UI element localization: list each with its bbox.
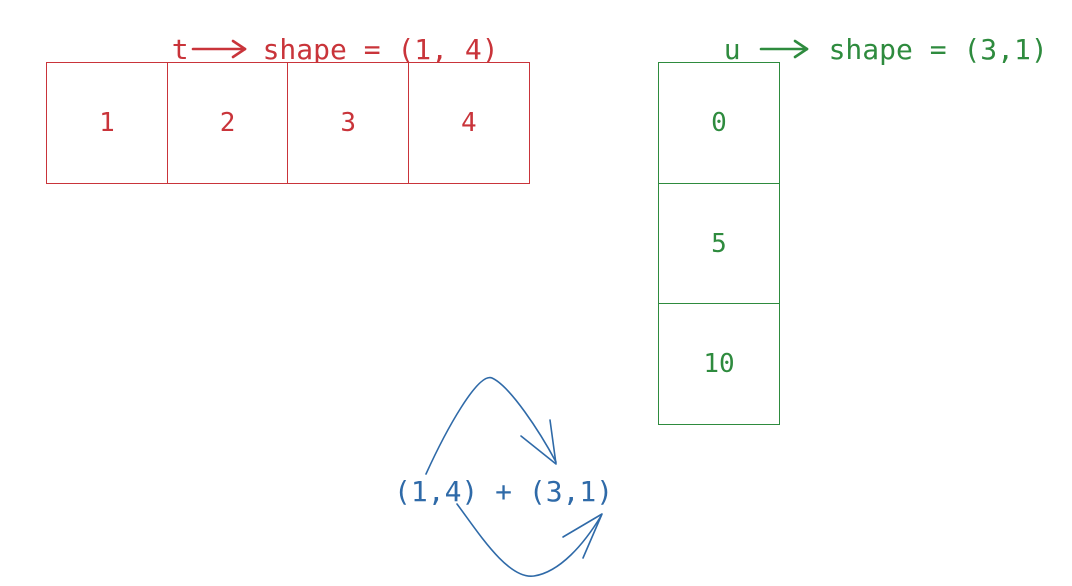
u-cell: 5 — [658, 182, 780, 305]
upper-arrowhead-icon — [520, 419, 557, 465]
t-cell: 2 — [166, 62, 289, 184]
lower-curved-arrow-icon — [456, 503, 602, 577]
lower-arrowhead-icon — [562, 513, 603, 559]
u-name: u — [723, 33, 741, 66]
u-shape-label: u shape = (3,1) — [690, 8, 1048, 64]
u-cell: 0 — [658, 62, 780, 184]
broadcast-expression: (1,4) + (3,1) — [394, 475, 614, 508]
u-tensor-column: 0 5 10 — [658, 62, 780, 426]
t-cell: 4 — [407, 62, 530, 184]
t-tensor-row: 1 2 3 4 — [46, 62, 530, 184]
t-shape-text: shape = (1, 4) — [262, 33, 499, 66]
t-name: t — [171, 33, 189, 66]
upper-curved-arrow-icon — [425, 376, 557, 475]
t-shape-label: t shape = (1, 4) — [138, 8, 499, 64]
u-shape-text: shape = (3,1) — [828, 33, 1048, 66]
t-cell: 3 — [287, 62, 410, 184]
right-arrow-icon — [759, 39, 808, 59]
right-arrow-icon — [191, 39, 246, 59]
t-cell: 1 — [46, 62, 168, 184]
u-cell: 10 — [658, 303, 780, 426]
